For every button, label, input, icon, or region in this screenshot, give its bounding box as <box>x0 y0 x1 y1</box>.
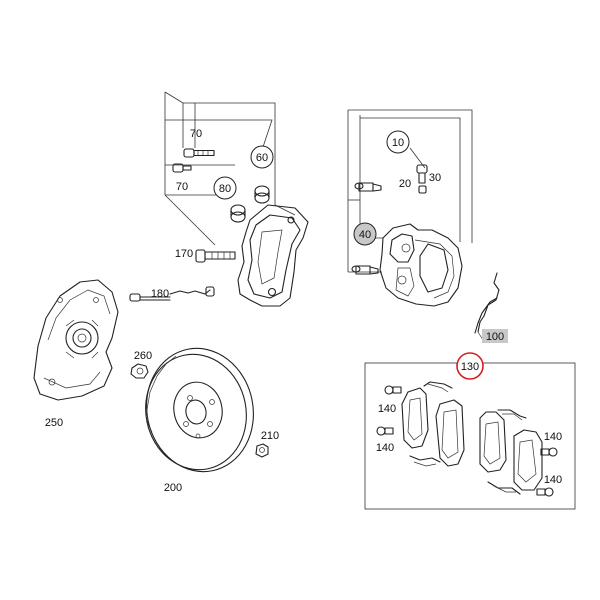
wear-sensor <box>129 286 215 302</box>
label-180: 180 <box>151 288 169 300</box>
brake-pad-right-inner <box>479 411 507 473</box>
label-60: 60 <box>256 152 268 164</box>
caliper-carrier-group <box>164 91 309 307</box>
bushing-60 <box>254 185 270 204</box>
caliper-group <box>347 109 500 341</box>
pad-screw-upper-left <box>384 385 402 395</box>
label-20: 20 <box>399 178 411 190</box>
part-number-labels: 10 20 30 40 60 70 70 80 100 130 170 180 … <box>45 128 562 494</box>
bolt-70-upper <box>183 148 215 158</box>
label-130: 130 <box>461 361 479 373</box>
pad-clip-lower-right <box>487 481 521 495</box>
pad-clip-upper-left <box>423 381 453 389</box>
callout-10 <box>386 130 410 154</box>
bolt-70-lower <box>172 163 192 173</box>
carrier-bracket <box>237 204 309 307</box>
dust-shield <box>33 279 119 401</box>
pad-screw-lower-right <box>536 487 554 497</box>
guide-pin-lower <box>351 265 379 275</box>
label-140: 140 <box>544 474 562 486</box>
label-10: 10 <box>392 137 404 149</box>
screw-210 <box>255 443 269 458</box>
callout-80 <box>213 176 237 200</box>
label-250: 250 <box>45 417 63 429</box>
label-200: 200 <box>164 482 182 494</box>
label-70-lower: 70 <box>176 181 188 193</box>
label-170: 170 <box>175 248 193 260</box>
pad-clip-lower-left <box>409 455 441 463</box>
label-140: 140 <box>544 431 562 443</box>
callout-40 <box>353 222 377 246</box>
pad-screw-upper-right <box>540 447 558 457</box>
callout-130 <box>456 352 484 380</box>
brake-pad-right-outer <box>513 429 543 491</box>
label-80: 80 <box>219 183 231 195</box>
brake-disc <box>145 347 254 473</box>
brake-pad-left-outer <box>401 387 429 449</box>
label-260: 260 <box>134 350 152 362</box>
brake-pad-left-inner <box>435 399 465 467</box>
bushing-80 <box>230 204 246 223</box>
label-140: 140 <box>378 403 396 415</box>
label-40: 40 <box>359 229 371 241</box>
label-140: 140 <box>376 442 394 454</box>
label-30: 30 <box>429 172 441 184</box>
label-210: 210 <box>261 430 279 442</box>
bolt-170 <box>195 249 236 263</box>
caliper-body <box>379 223 463 307</box>
guide-pin-upper <box>354 182 382 192</box>
pad-screw-lower-left <box>376 426 394 436</box>
pad-kit-group <box>364 352 576 510</box>
label-100: 100 <box>486 331 504 343</box>
pad-clip-upper-right <box>497 409 527 419</box>
callout-60 <box>250 145 274 169</box>
screw-260 <box>130 363 149 379</box>
label-100-highlight <box>482 329 508 343</box>
bleeder-screw <box>416 164 428 194</box>
label-70-upper: 70 <box>190 128 202 140</box>
